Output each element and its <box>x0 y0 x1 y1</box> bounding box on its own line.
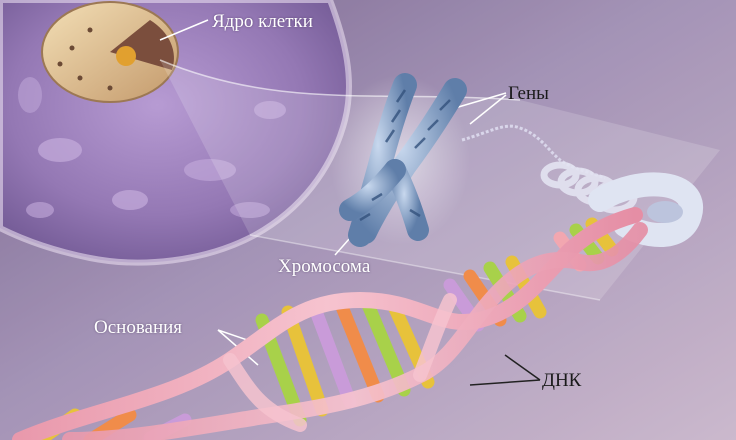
cell-nucleus <box>42 2 178 102</box>
label-bases: Основания <box>94 318 182 337</box>
label-dna: ДНК <box>542 371 581 390</box>
label-genes: Гены <box>508 84 549 103</box>
label-nucleus: Ядро клетки <box>212 12 313 31</box>
label-chromosome: Хромосома <box>278 257 370 276</box>
